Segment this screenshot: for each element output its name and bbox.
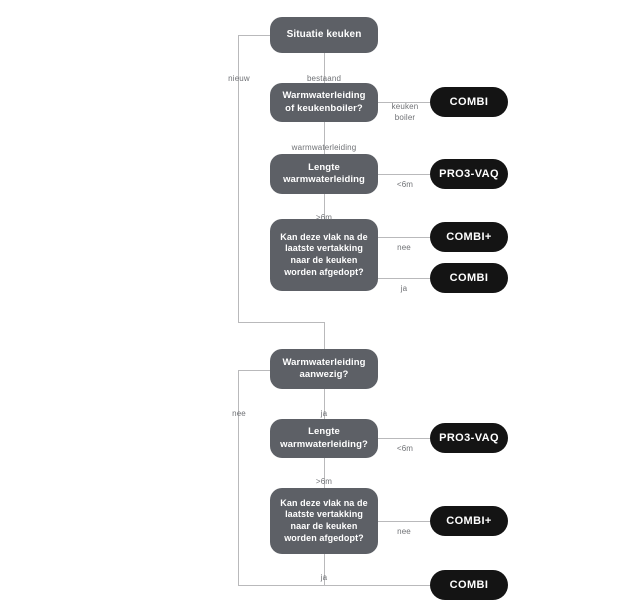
outcome-combi-2[interactable]: COMBI [430, 263, 508, 293]
edge-lt6m2-to-pro3vaq2 [378, 438, 430, 439]
node-afgedopt-2[interactable]: Kan deze vlak na de laatste vertakking n… [270, 488, 378, 554]
outcome-label: COMBI+ [446, 515, 492, 527]
edge-ja2-vertical [324, 389, 325, 419]
edge-nee1-to-combiplus [378, 237, 430, 238]
edge-label-lt6m-2: <6m [396, 443, 414, 453]
outcome-combiplus-1[interactable]: COMBI+ [430, 222, 508, 252]
edge-label-ja-1: ja [400, 283, 408, 293]
node-label: Lengte warmwaterleiding [283, 161, 365, 185]
edge-ja3-vertical [324, 554, 325, 585]
node-label: Situatie keuken [286, 28, 362, 40]
outcome-pro3vaq-2[interactable]: PRO3-VAQ [430, 423, 508, 453]
edge-keukenboiler-to-combi [378, 102, 430, 103]
edge-nee-rail-to-combi3 [238, 585, 433, 586]
node-label: Lengte warmwaterleiding? [280, 426, 368, 450]
outcome-label: COMBI [449, 96, 489, 108]
edge-label-warmwaterleiding: warmwaterleiding [291, 142, 357, 152]
edge-situatie-to-nieuw-rail [238, 35, 271, 36]
node-situatie-keuken[interactable]: Situatie keuken [270, 17, 378, 53]
node-afgedopt-1[interactable]: Kan deze vlak na de laatste vertakking n… [270, 219, 378, 291]
outcome-combi-3[interactable]: COMBI [430, 570, 508, 600]
node-lengte-warmwaterleiding-2[interactable]: Lengte warmwaterleiding? [270, 419, 378, 458]
outcome-combi-1[interactable]: COMBI [430, 87, 508, 117]
edge-bestaand-vertical [324, 53, 325, 83]
edge-nee3-to-combiplus2 [378, 521, 430, 522]
edge-nieuw-rail-vertical [238, 35, 239, 323]
node-lengte-warmwaterleiding[interactable]: Lengte warmwaterleiding [270, 154, 378, 194]
edge-ja1-to-combi [378, 278, 430, 279]
node-warmwaterleiding-of-keukenboiler[interactable]: Warmwaterleiding of keukenboiler? [270, 83, 378, 122]
outcome-label: COMBI+ [446, 231, 492, 243]
edge-label-nee-2: nee [232, 408, 246, 418]
edge-lt6m-to-pro3vaq [378, 174, 430, 175]
node-label: Warmwaterleiding of keukenboiler? [282, 90, 366, 114]
edge-gt6m2-vertical [324, 458, 325, 488]
edge-aanwezig-to-nee-rail [238, 370, 271, 371]
outcome-label: COMBI [449, 272, 489, 284]
node-label: Warmwaterleiding aanwezig? [282, 356, 366, 380]
edge-label-keuken-boiler: keuken boiler [391, 101, 419, 122]
edge-label-gt6m-1: >6m [315, 212, 333, 222]
outcome-label: COMBI [449, 579, 489, 591]
outcome-label: PRO3-VAQ [439, 168, 499, 180]
edge-section2-entry-vertical [324, 322, 325, 349]
outcome-combiplus-2[interactable]: COMBI+ [430, 506, 508, 536]
node-label: Kan deze vlak na de laatste vertakking n… [280, 231, 368, 277]
edge-gt6m-vertical [324, 194, 325, 219]
edge-label-nee-3: nee [397, 526, 411, 536]
edge-label-bestaand: bestaand [306, 73, 342, 83]
node-label: Kan deze vlak na de laatste vertakking n… [280, 497, 368, 543]
edge-nee-rail-vertical [238, 370, 239, 586]
edge-nieuw-rail-to-section2 [238, 322, 325, 323]
outcome-pro3vaq-1[interactable]: PRO3-VAQ [430, 159, 508, 189]
edge-warmwaterleiding-vertical [324, 122, 325, 154]
edge-label-nieuw: nieuw [228, 73, 250, 83]
edge-label-gt6m-2: >6m [315, 476, 333, 486]
edge-label-ja-3: ja [320, 572, 328, 582]
node-warmwaterleiding-aanwezig[interactable]: Warmwaterleiding aanwezig? [270, 349, 378, 389]
edge-label-lt6m-1: <6m [396, 179, 414, 189]
edge-label-nee-1: nee [397, 242, 411, 252]
outcome-label: PRO3-VAQ [439, 432, 499, 444]
edge-label-ja-2: ja [320, 408, 328, 418]
